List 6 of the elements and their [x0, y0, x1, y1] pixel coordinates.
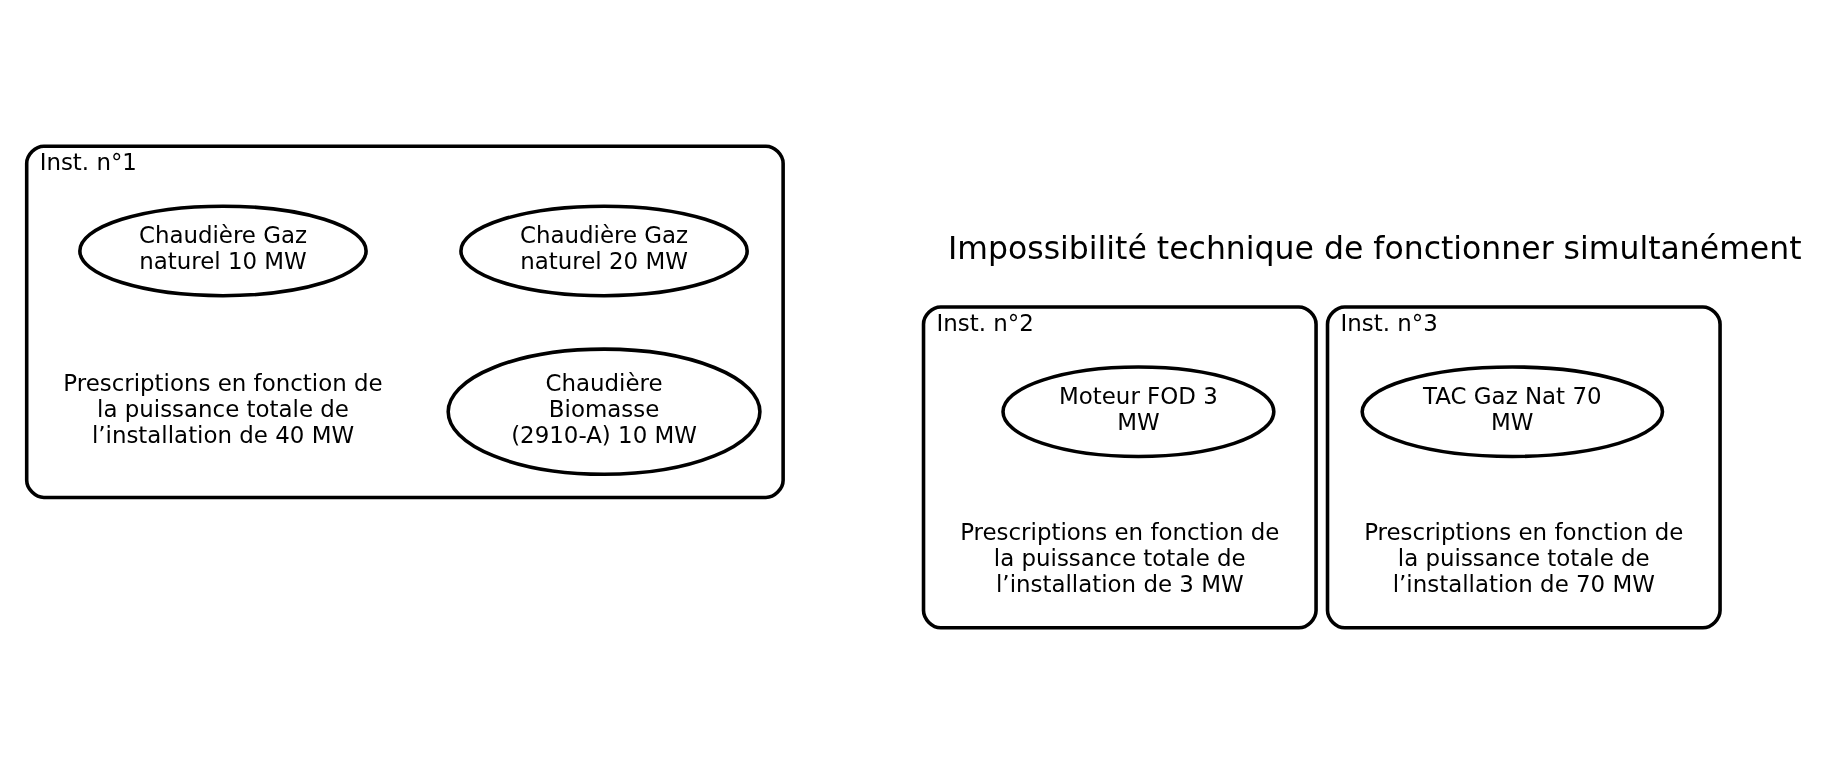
node-ellipse: Chaudière Gaz naturel 20 MW — [459, 204, 749, 298]
node-ellipse: TAC Gaz Nat 70 MW — [1360, 365, 1665, 459]
node-ellipse: Moteur FOD 3 MW — [1001, 365, 1276, 459]
label: Impossibilité technique de fonctionner simultanément — [948, 229, 1802, 266]
node-ellipse: Chaudière Biomasse (2910-A) 10 MW — [446, 347, 762, 477]
node-ellipse: Chaudière Gaz naturel 10 MW — [78, 204, 368, 298]
